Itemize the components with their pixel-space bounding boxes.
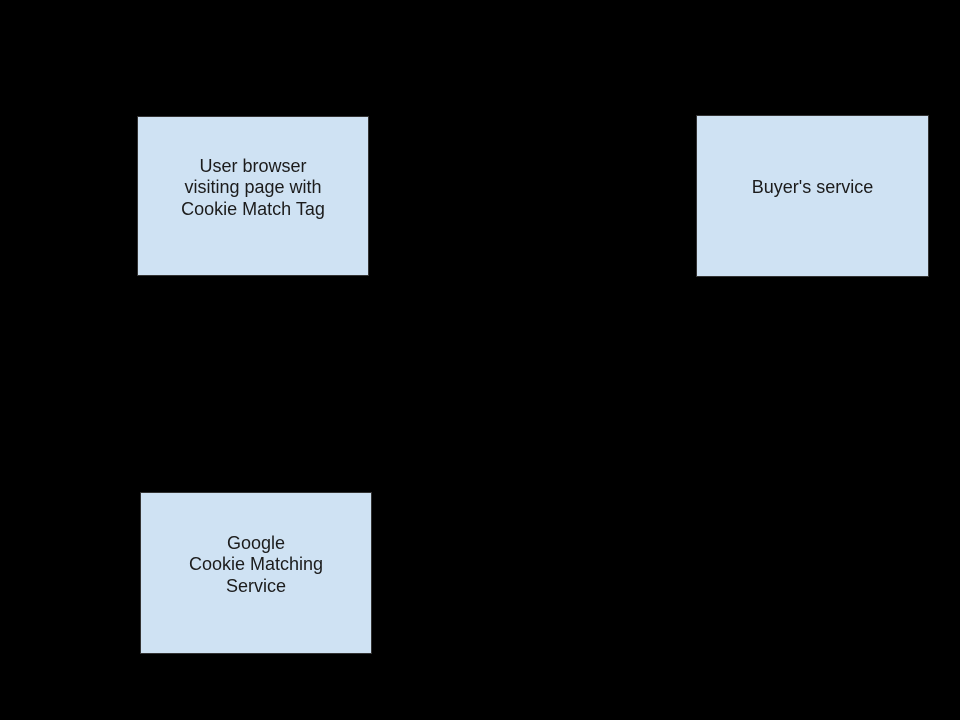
node-buyers-service: Buyer's service bbox=[696, 115, 929, 277]
node-google-cookie-matching-service: Google Cookie Matching Service bbox=[140, 492, 372, 654]
node-user-browser-label: User browser visiting page with Cookie M… bbox=[181, 155, 325, 219]
node-buyers-service-label: Buyer's service bbox=[751, 177, 874, 198]
node-google-cookie-matching-service-label: Google Cookie Matching Service bbox=[188, 532, 324, 596]
node-user-browser: User browser visiting page with Cookie M… bbox=[137, 116, 369, 276]
